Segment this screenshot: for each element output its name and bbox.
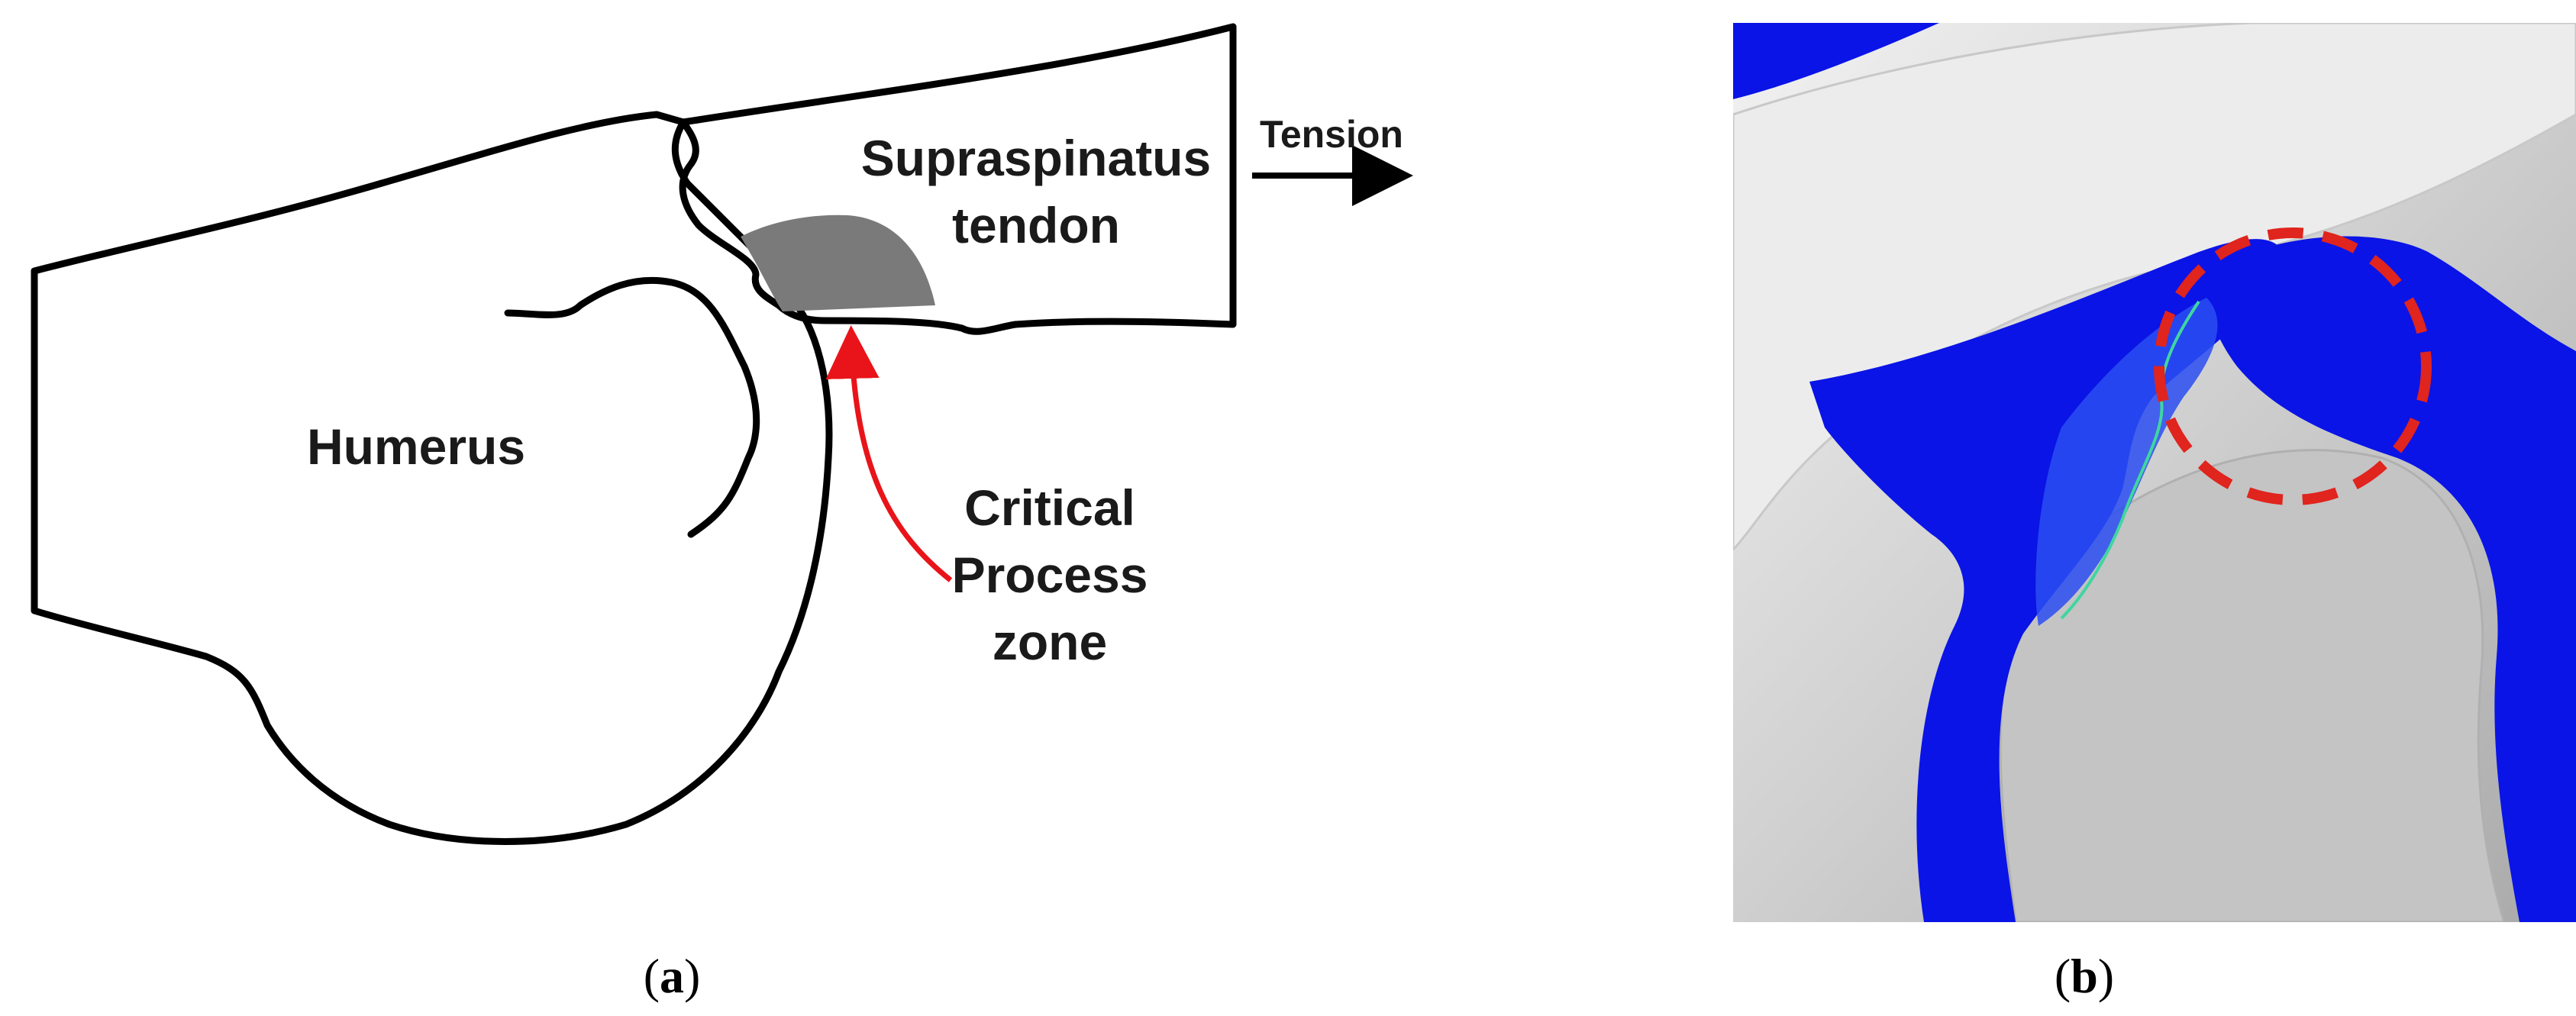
humeral-head-bone: [1999, 449, 2506, 922]
tendon-band-top: [1733, 23, 1939, 99]
tear-crack: [2060, 300, 2200, 620]
panel-a-diagram: Humerus Supraspinatus tendon Tension Cri…: [31, 23, 1413, 845]
caption-a: (a): [644, 949, 701, 1003]
tendon-outline: [679, 23, 1237, 335]
tendon-label-line1: Supraspinatus: [861, 130, 1211, 186]
caption-b: (b): [2055, 949, 2114, 1003]
tear-region: [2035, 298, 2218, 626]
zone-label-line3: zone: [993, 614, 1107, 670]
humerus-outline: [31, 111, 833, 845]
tendon-label-line2: tendon: [952, 197, 1120, 253]
zone-label-line1: Critical: [964, 479, 1135, 536]
acromion-bone: [1733, 23, 2576, 552]
zone-label-line2: Process: [952, 547, 1148, 603]
critical-zone-shape: [741, 214, 935, 311]
tension-label: Tension: [1260, 113, 1403, 156]
highlight-circle: [2154, 227, 2432, 505]
critical-zone-arrow: [825, 325, 953, 582]
tendon-band-right: [2207, 236, 2576, 922]
humerus-label: Humerus: [307, 418, 525, 475]
panel-b-render: [1733, 23, 2576, 922]
humerus-inner-line: [504, 276, 760, 538]
